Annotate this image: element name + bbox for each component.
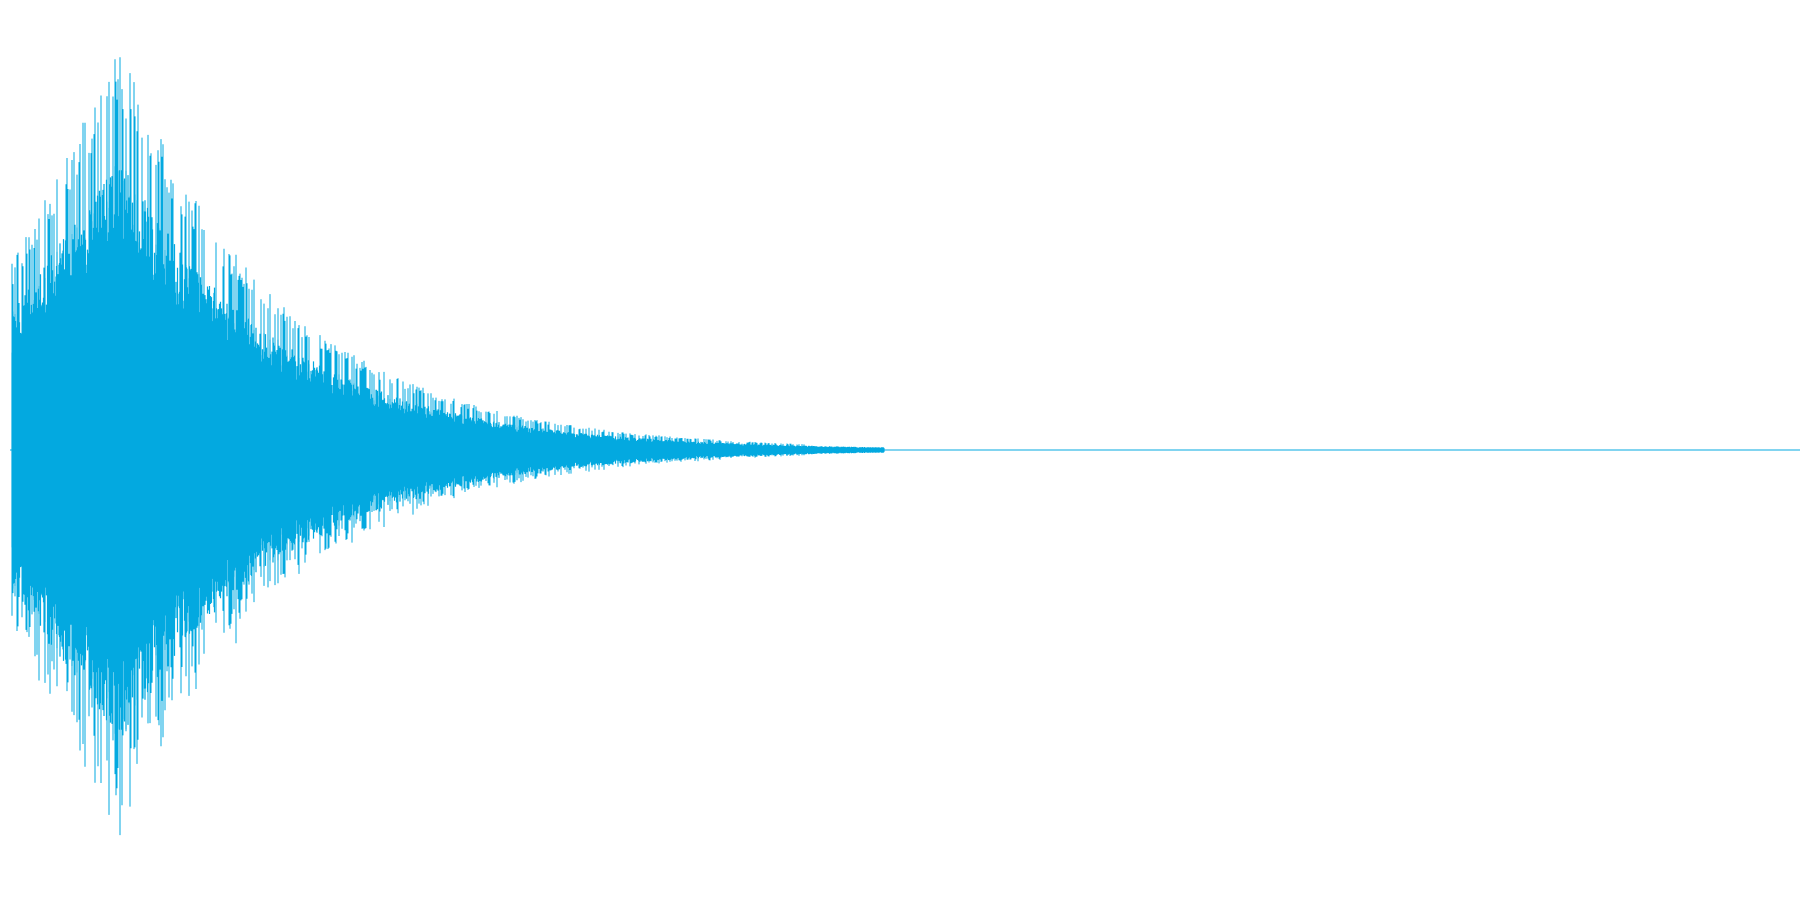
waveform-spikes — [11, 57, 805, 836]
